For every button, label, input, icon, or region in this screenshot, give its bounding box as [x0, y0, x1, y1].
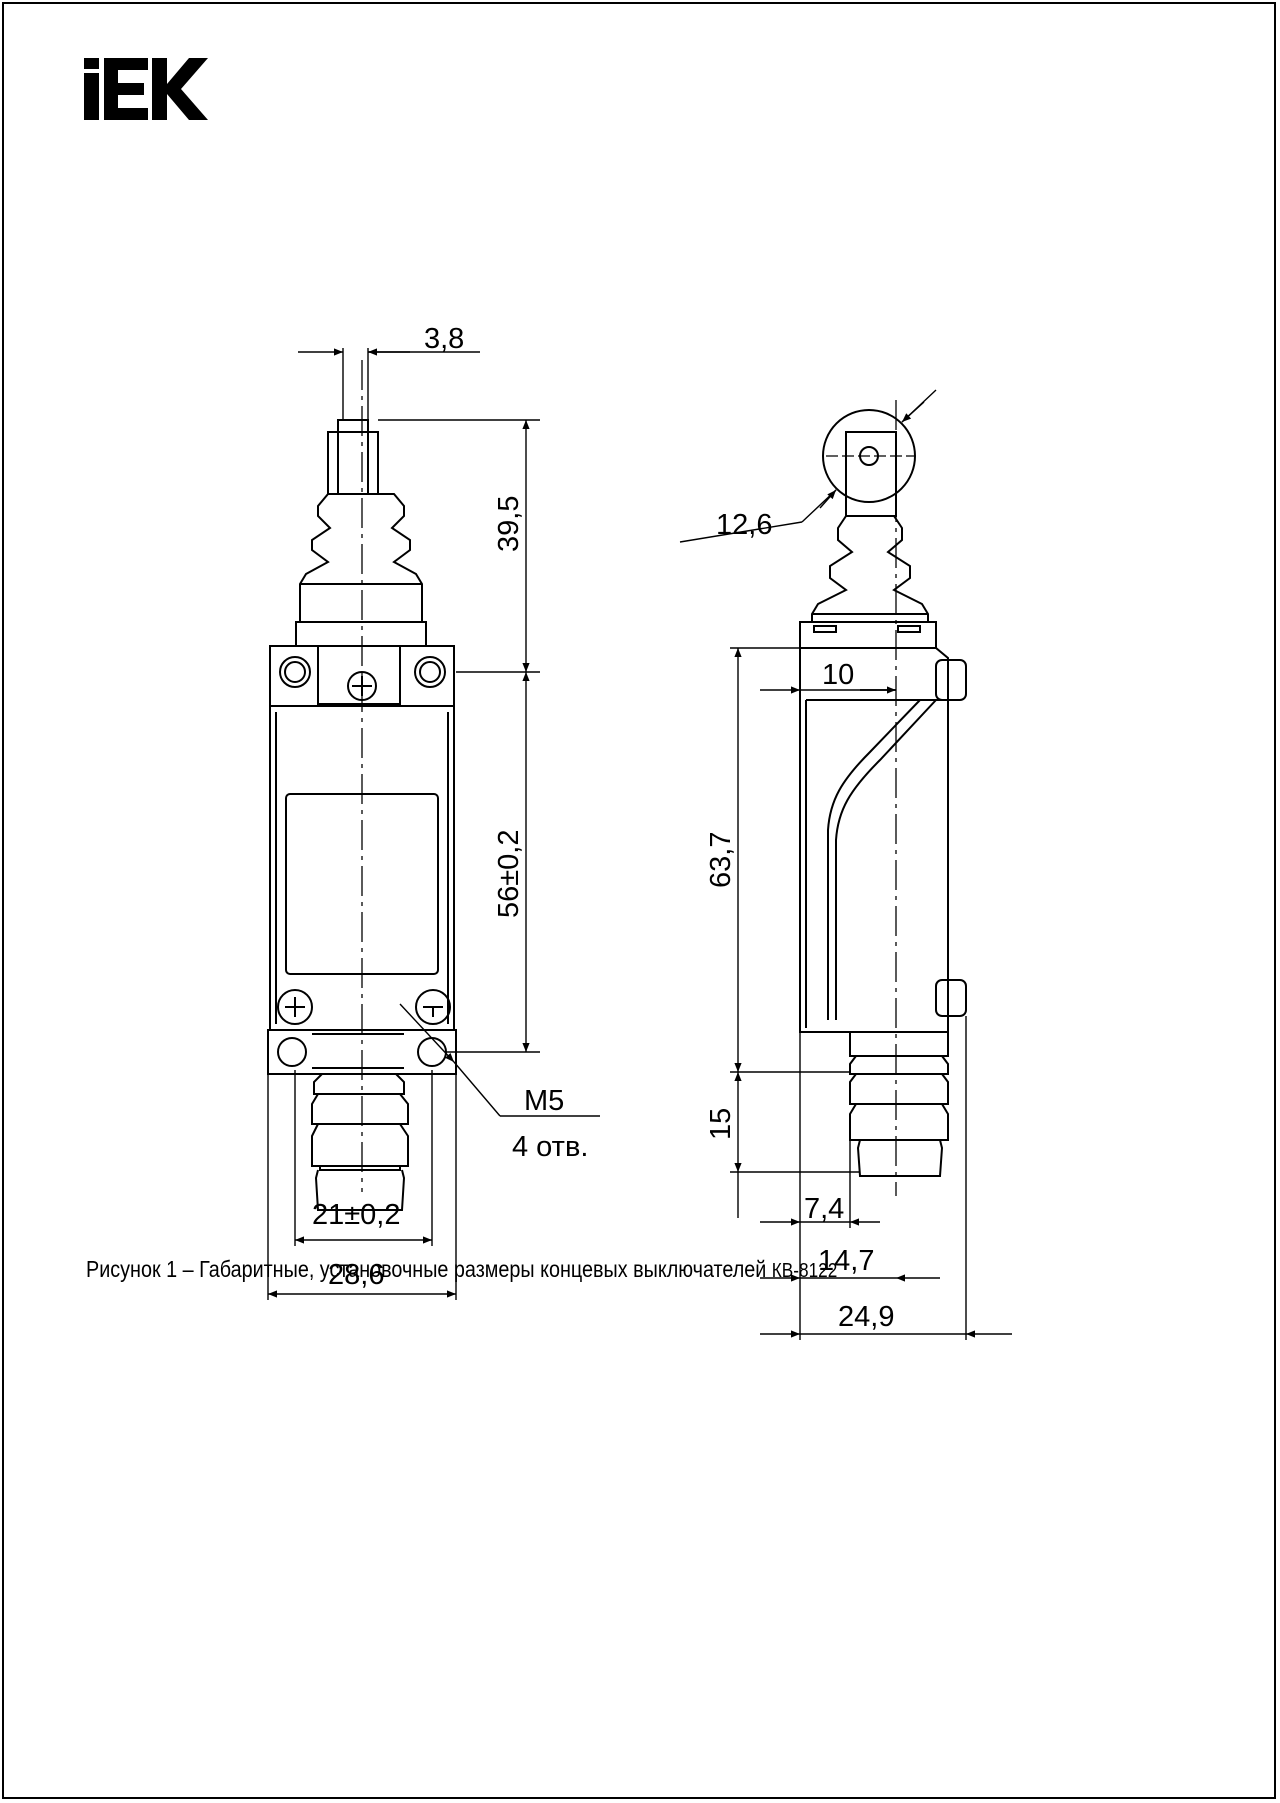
- dim-mount-spacing-vertical: 56±0,2: [493, 830, 525, 919]
- side-view: [799, 409, 967, 1177]
- dim-connector-axis: 14,7: [818, 1245, 874, 1277]
- dim-roller-width: 3,8: [424, 323, 464, 355]
- dim-body-height: 63,7: [705, 832, 737, 888]
- dim-actuator-height: 39,5: [493, 496, 525, 552]
- front-view: [267, 419, 457, 1211]
- caption-text: Рисунок 1 – Габаритные, установочные раз…: [86, 1256, 772, 1282]
- figure-caption: Рисунок 1 – Габаритные, установочные раз…: [86, 1256, 837, 1283]
- dim-connector-offset: 7,4: [804, 1193, 844, 1225]
- dim-head-offset: 10: [822, 659, 854, 691]
- dim-mount-spacing-horizontal: 21±0,2: [312, 1199, 401, 1231]
- caption-model: КВ-8122: [771, 1260, 838, 1282]
- dim-roller-diameter: 12,6: [716, 509, 772, 541]
- iek-logo: [84, 58, 208, 120]
- hole-count-label: 4 отв.: [512, 1131, 588, 1163]
- dim-connector-height: 15: [705, 1108, 737, 1140]
- hole-thread-label: M5: [524, 1085, 564, 1117]
- dim-body-depth: 24,9: [838, 1301, 894, 1333]
- dim-body-width: 28,6: [328, 1259, 384, 1291]
